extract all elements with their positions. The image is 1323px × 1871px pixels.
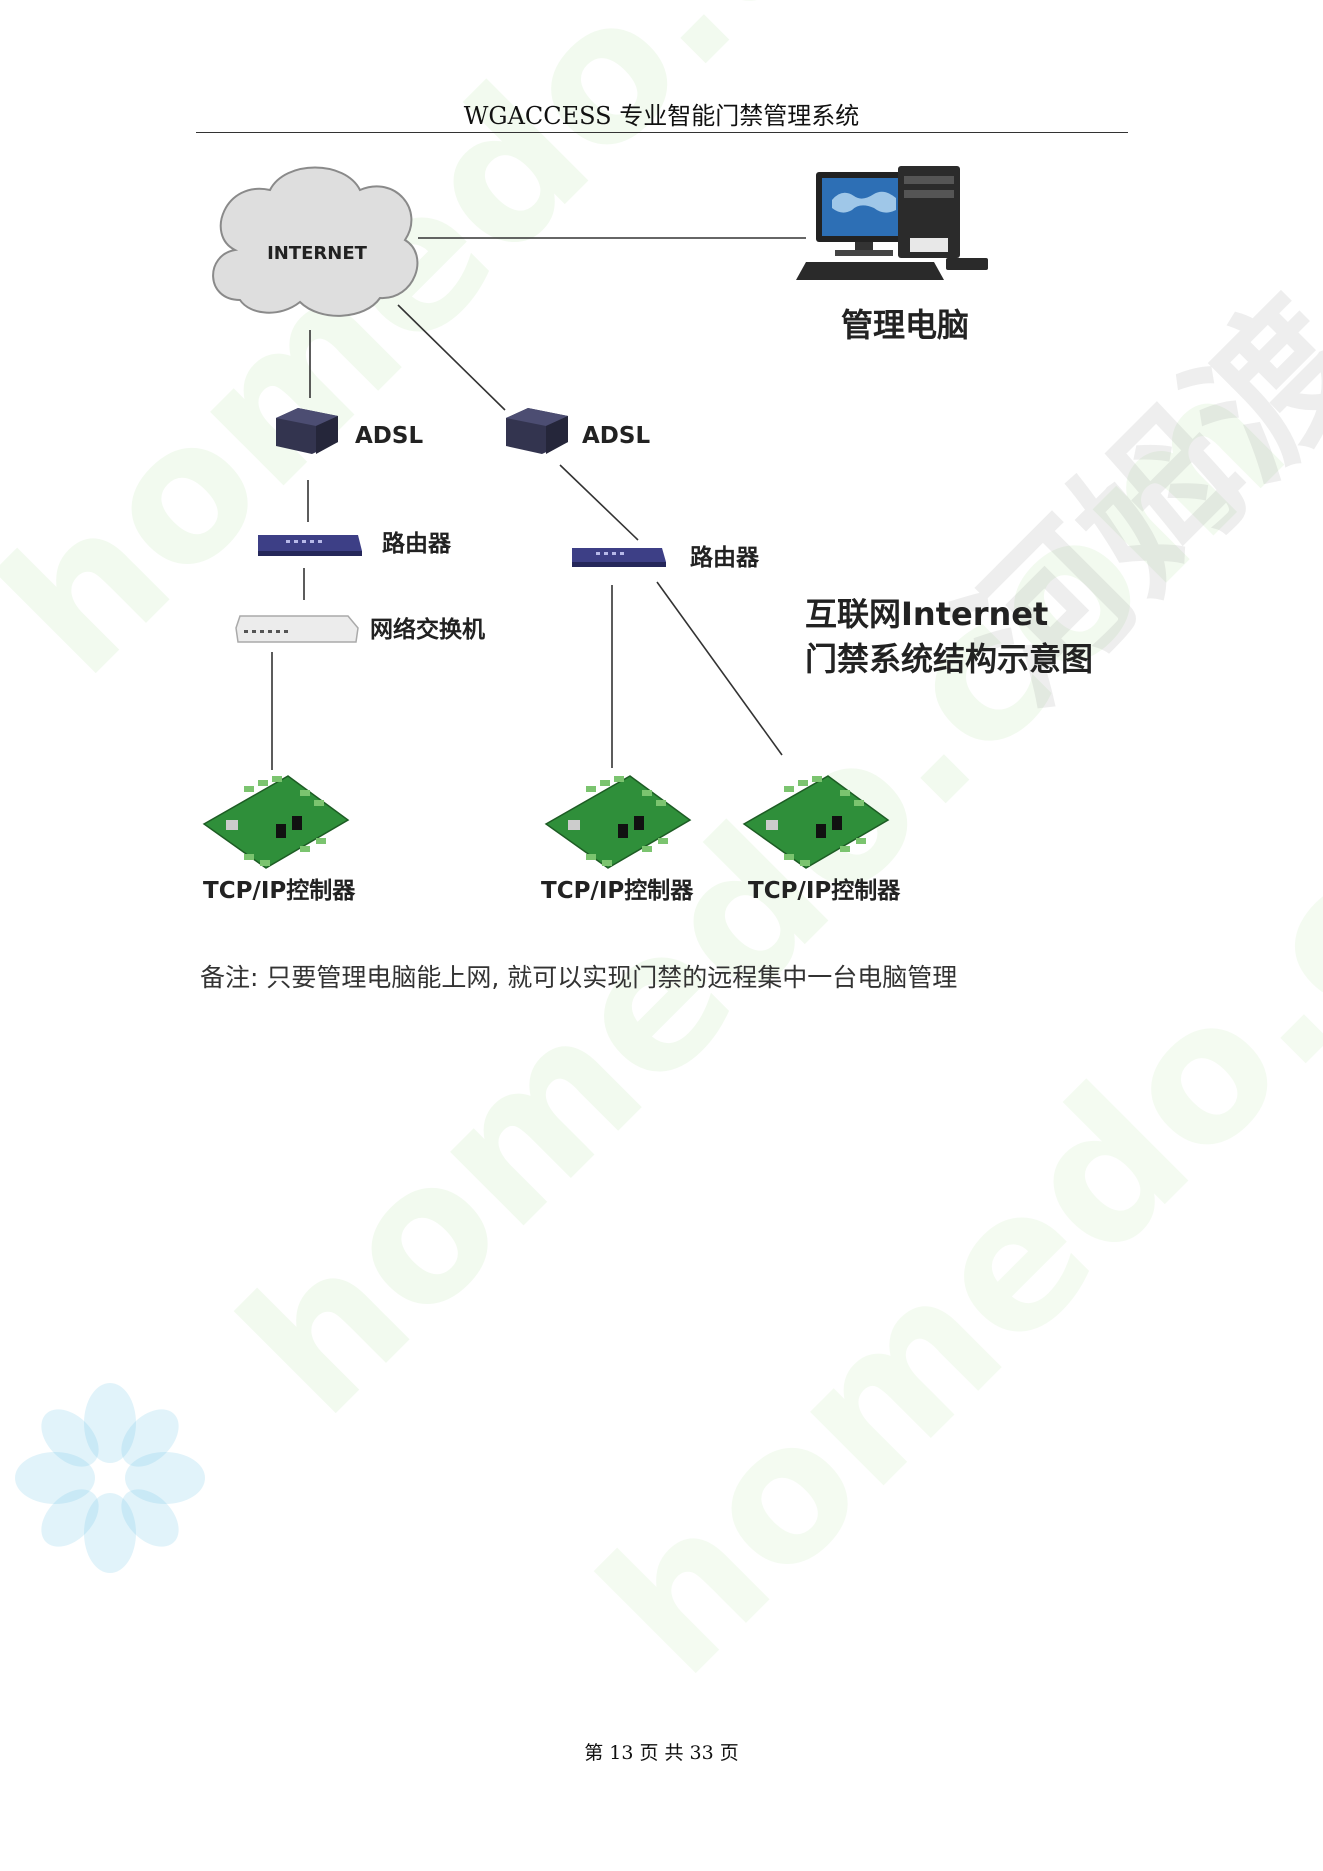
adsl-label-right: ADSL xyxy=(582,423,650,449)
controller-label-3: TCP/IP控制器 xyxy=(748,877,901,904)
page-number-footer: 第 13 页 共 33 页 xyxy=(584,1742,739,1764)
page-header-title: WGACCESS 专业智能门禁管理系统 xyxy=(463,102,860,130)
network-diagram: INTERNET 管理电脑 ADSL ADSL 路由器 xyxy=(202,166,1093,904)
internet-label: INTERNET xyxy=(267,243,368,264)
computer-icon xyxy=(796,166,988,280)
line-router-controller-3 xyxy=(656,581,783,756)
router-icon-right xyxy=(572,548,666,567)
line-adsl-router-right xyxy=(559,464,639,541)
controller-label-2: TCP/IP控制器 xyxy=(541,877,694,904)
controller-label-1: TCP/IP控制器 xyxy=(203,877,356,904)
diagram-note: 备注: 只要管理电脑能上网, 就可以实现门禁的远程集中一台电脑管理 xyxy=(200,963,958,992)
connection-lines xyxy=(271,237,806,770)
diagram-title-line2: 门禁系统结构示意图 xyxy=(805,640,1093,678)
router-icon-left xyxy=(258,535,362,556)
controller-board-icon-1 xyxy=(202,775,350,869)
router-label-left: 路由器 xyxy=(382,530,452,557)
network-switch-icon xyxy=(235,615,359,643)
router-label-right: 路由器 xyxy=(690,544,760,571)
adsl-modem-icon-right xyxy=(506,408,568,454)
diagram-title-line1: 互联网Internet xyxy=(805,595,1048,633)
adsl-label-left: ADSL xyxy=(355,423,423,449)
switch-label: 网络交换机 xyxy=(370,616,485,643)
line-internet-adsl-right xyxy=(397,304,506,411)
internet-cloud-icon xyxy=(212,166,419,317)
header-divider xyxy=(196,132,1128,133)
controller-board-icon-3 xyxy=(742,775,890,869)
adsl-modem-icon-left xyxy=(276,408,338,454)
management-pc-label: 管理电脑 xyxy=(841,306,969,344)
homedo-flower-logo-icon xyxy=(15,1383,205,1573)
controller-board-icon-2 xyxy=(544,775,692,869)
